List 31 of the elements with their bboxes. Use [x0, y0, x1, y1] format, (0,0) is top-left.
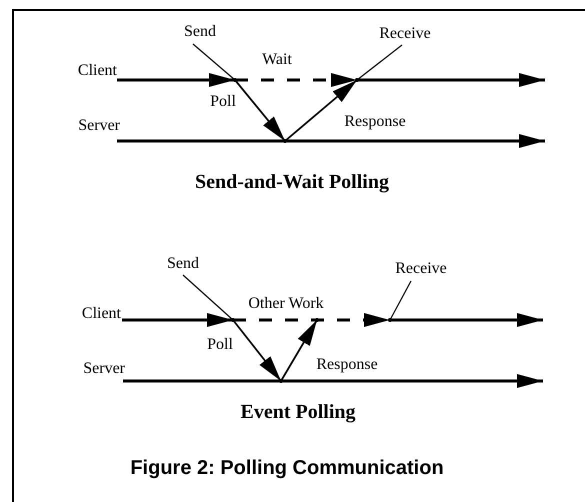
- message-arrow: [284, 79, 358, 142]
- timeline-label: Receive: [379, 25, 431, 43]
- timeline-arrow: [117, 73, 235, 87]
- timeline-line: [117, 140, 285, 142]
- timeline-arrow: [235, 73, 357, 87]
- timeline-label: Send: [184, 23, 216, 41]
- timeline-arrow: [357, 73, 545, 87]
- edge-label: Response: [315, 356, 379, 374]
- message-arrow: [280, 320, 318, 382]
- edge-label: Response: [343, 113, 407, 131]
- timeline-arrow: [122, 313, 233, 327]
- timeline-line: [123, 380, 281, 382]
- timeline-arrow: [390, 313, 543, 327]
- timeline-label: Server: [83, 360, 125, 378]
- timeline-label: Client: [78, 62, 117, 80]
- leader-line: [356, 44, 402, 80]
- leader-line: [389, 280, 412, 320]
- section-title: Send-and-Wait Polling: [195, 171, 389, 193]
- timeline-arrow: [285, 134, 545, 148]
- message-arrow: [232, 319, 282, 382]
- message-arrow: [234, 79, 286, 142]
- leader-line: [192, 44, 236, 80]
- section-title: Event Polling: [240, 401, 356, 423]
- figure-caption: Figure 2: Polling Communication: [130, 456, 444, 481]
- timeline-arrow: [233, 313, 390, 327]
- timeline-arrow: [281, 374, 543, 388]
- timeline-label: Client: [82, 305, 121, 323]
- timeline-label: Server: [78, 117, 120, 135]
- timeline-label: Send: [167, 255, 199, 273]
- timeline-label: Receive: [395, 260, 447, 278]
- leader-line: [182, 274, 234, 320]
